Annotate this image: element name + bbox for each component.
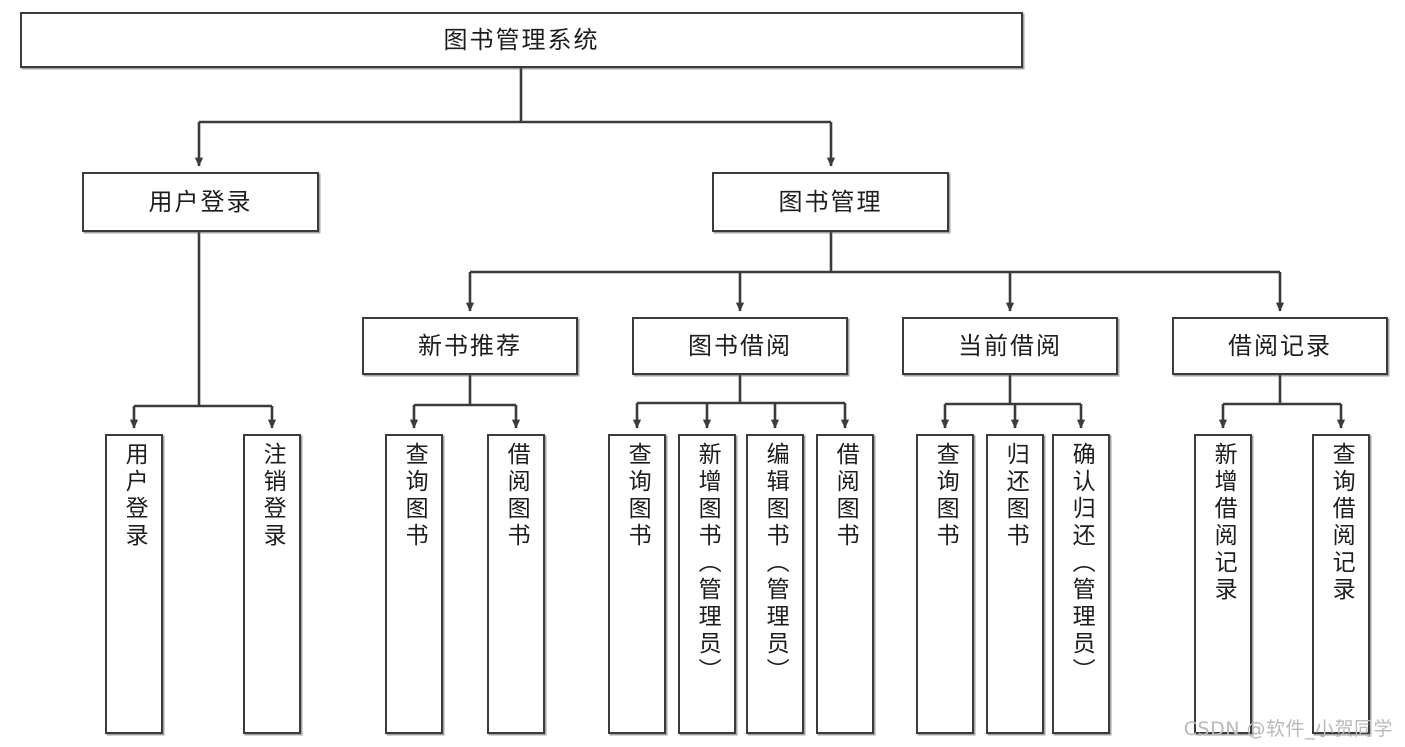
node-borrow-record[interactable]: 借阅记录 [1172,317,1388,375]
node-leaf-return-book-label: 归还图书 [1002,442,1029,550]
node-leaf-query-book-1-label: 查询图书 [401,442,428,550]
node-leaf-edit-book[interactable]: 编辑图书（管理员） [746,434,804,734]
node-leaf-user-login[interactable]: 用户登录 [105,434,163,734]
node-root[interactable]: 图书管理系统 [20,12,1023,68]
node-book-manage-label: 图书管理 [778,188,883,216]
node-current-borrow-label: 当前借阅 [958,332,1062,360]
node-leaf-borrow-book-1[interactable]: 借阅图书 [487,434,545,734]
node-book-borrow-label: 图书借阅 [688,332,792,360]
node-leaf-add-record[interactable]: 新增借阅记录 [1194,434,1252,734]
node-leaf-query-record-label: 查询借阅记录 [1328,442,1355,604]
node-leaf-borrow-book-2[interactable]: 借阅图书 [816,434,874,734]
node-leaf-logout-label: 注销登录 [259,442,286,550]
node-leaf-query-record[interactable]: 查询借阅记录 [1312,434,1370,734]
node-leaf-add-book[interactable]: 新增图书（管理员） [678,434,736,734]
node-leaf-add-record-label: 新增借阅记录 [1210,442,1237,604]
node-borrow-record-label: 借阅记录 [1228,332,1332,360]
node-leaf-return-book[interactable]: 归还图书 [986,434,1044,734]
node-user-login-label: 用户登录 [148,188,253,216]
node-leaf-query-book-1[interactable]: 查询图书 [385,434,443,734]
node-leaf-borrow-book-1-label: 借阅图书 [503,442,530,550]
node-leaf-query-book-3-label: 查询图书 [932,442,959,550]
node-new-book-rec-label: 新书推荐 [418,332,522,360]
node-user-login[interactable]: 用户登录 [82,172,319,232]
node-current-borrow[interactable]: 当前借阅 [902,317,1118,375]
node-leaf-borrow-book-2-label: 借阅图书 [832,442,859,550]
node-leaf-query-book-3[interactable]: 查询图书 [916,434,974,734]
node-leaf-add-book-label: 新增图书（管理员） [694,442,721,685]
node-leaf-confirm-return[interactable]: 确认归还（管理员） [1052,434,1110,734]
node-leaf-confirm-return-label: 确认归还（管理员） [1068,442,1095,685]
node-root-label: 图书管理系统 [443,26,600,54]
node-leaf-user-login-label: 用户登录 [121,442,148,550]
node-book-borrow[interactable]: 图书借阅 [632,317,848,375]
node-leaf-edit-book-label: 编辑图书（管理员） [762,442,789,685]
node-book-manage[interactable]: 图书管理 [712,172,949,232]
node-new-book-rec[interactable]: 新书推荐 [362,317,578,375]
node-leaf-query-book-2[interactable]: 查询图书 [608,434,666,734]
node-leaf-logout[interactable]: 注销登录 [243,434,301,734]
node-leaf-query-book-2-label: 查询图书 [624,442,651,550]
